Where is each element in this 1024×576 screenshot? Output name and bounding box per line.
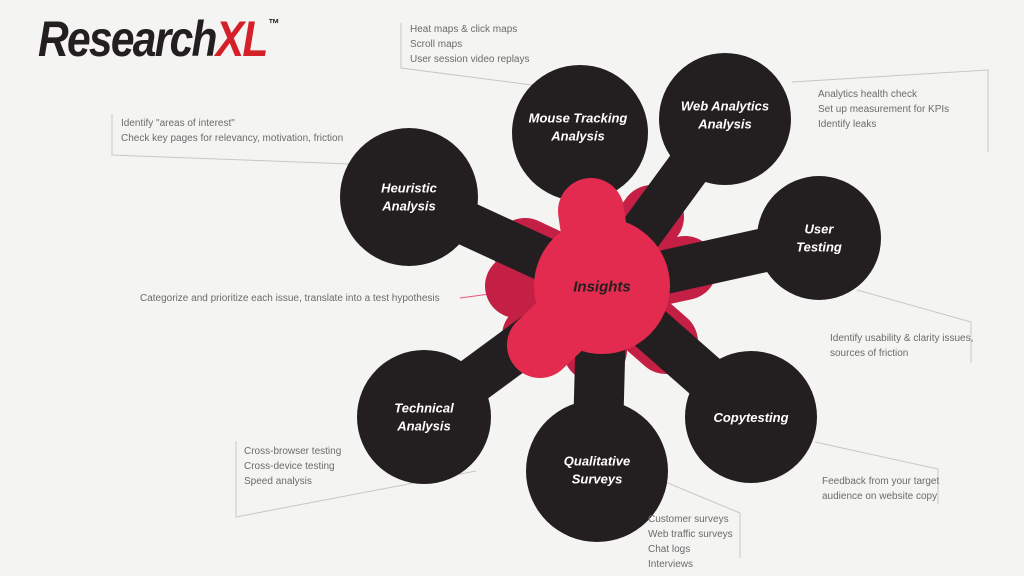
node-label-copytesting: Copytesting: [713, 410, 789, 426]
logo-brand-black: Research: [38, 11, 217, 67]
insights-circle: [534, 218, 670, 354]
annotation-copytesting: Feedback from your target audience on we…: [822, 476, 940, 502]
node-circle-mouse-tracking: [512, 65, 648, 201]
leader-line-mouse-tracking: [400, 23, 533, 86]
insights-blob: [507, 178, 670, 378]
leader-line-qualitative: [662, 480, 741, 558]
node-label-user-testing: User Testing: [796, 221, 842, 254]
node-label-heuristic: Heuristic Analysis: [381, 180, 437, 213]
annotation-technical: Cross-browser testing Cross-device testi…: [244, 446, 342, 487]
node-circles: [340, 53, 881, 542]
annotation-mouse-tracking: Heat maps & click maps Scroll maps User …: [410, 24, 530, 65]
annotation-web-analytics: Analytics health check Set up measuremen…: [818, 89, 950, 130]
leader-line-technical: [235, 441, 477, 518]
leader-line-web-analytics: [791, 69, 989, 152]
node-label-web-analytics: Web Analytics Analysis: [680, 98, 770, 131]
node-label-mouse-tracking: Mouse Tracking Analysis: [528, 110, 628, 143]
trademark-symbol: ™: [268, 16, 280, 31]
annotation-user-testing: Identify usability & clarity issues, sou…: [830, 333, 974, 359]
leader-line-heuristic: [111, 114, 351, 165]
node-circle-qualitative: [526, 400, 668, 542]
annotation-qualitative: Customer surveys Web traffic surveys Cha…: [648, 514, 733, 570]
annotation-insights: Categorize and prioritize each issue, tr…: [140, 293, 440, 304]
insights-label: Insights: [573, 278, 631, 296]
node-circle-copytesting: [685, 351, 817, 483]
node-circle-heuristic: [340, 128, 478, 266]
node-circle-web-analytics: [659, 53, 791, 185]
leader-lines: [111, 23, 989, 558]
node-circle-user-testing: [757, 176, 881, 300]
leader-line-user-testing: [856, 289, 972, 363]
annotation-heuristic: Identify "areas of interest" Check key p…: [121, 118, 344, 144]
leader-line-copytesting: [814, 441, 939, 504]
node-label-technical: Technical Analysis: [394, 400, 454, 433]
logo-brand-red: XL: [215, 11, 269, 67]
node-circle-technical: [357, 350, 491, 484]
node-label-qualitative: Qualitative Surveys: [563, 453, 631, 486]
